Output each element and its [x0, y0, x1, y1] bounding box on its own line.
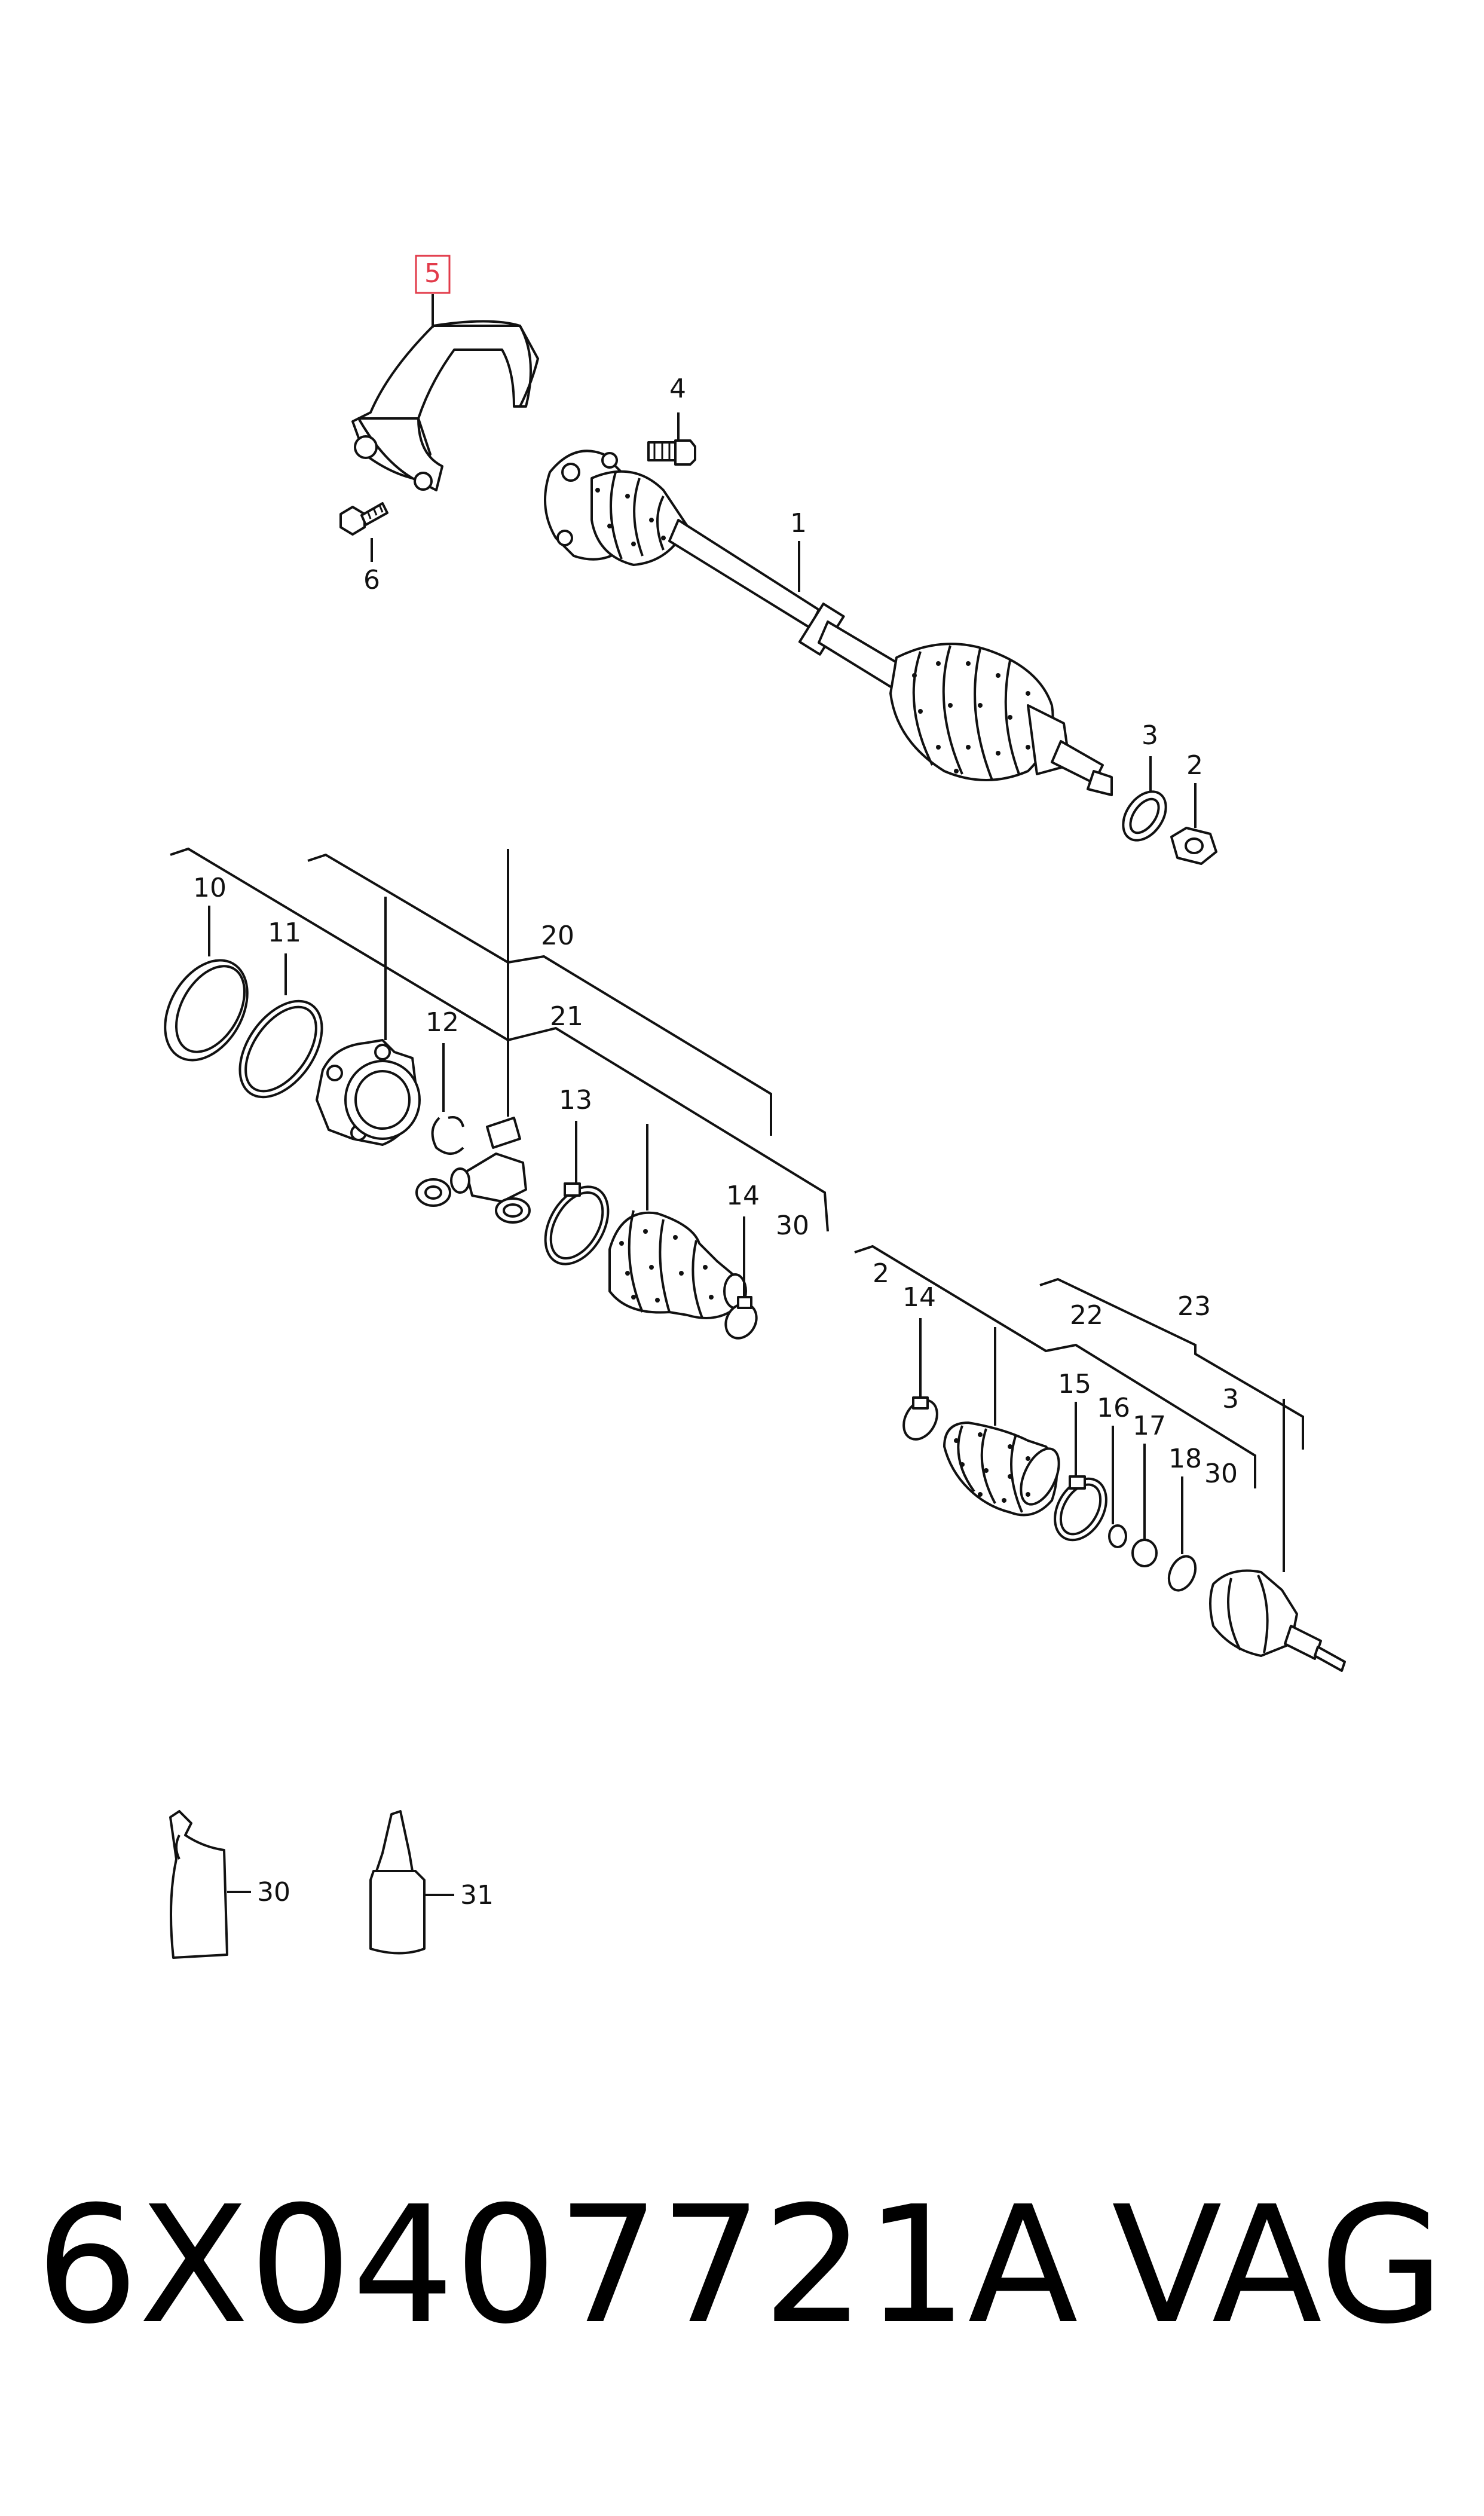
callout-3-lower[interactable]: 3 [1222, 1384, 1239, 1414]
callout-2-top[interactable]: 2 [1186, 750, 1203, 781]
boot-inner-dots [619, 1229, 714, 1303]
boot-outer[interactable] [943, 1421, 1067, 1517]
bolt-part-6[interactable] [339, 502, 388, 536]
outer-cv-joint-part-3[interactable] [1209, 1569, 1346, 1672]
drive-shaft-part-1[interactable] [544, 450, 1113, 796]
callout-21[interactable]: 21 [550, 1001, 583, 1032]
boot-outer-dots [954, 1432, 1030, 1503]
callout-30-outer[interactable]: 30 [1204, 1459, 1238, 1489]
part-number: 6X0407721A [36, 2171, 1078, 2359]
nut-part-2-top[interactable] [1170, 827, 1217, 865]
callout-13[interactable]: 13 [559, 1085, 592, 1115]
callout-15[interactable]: 15 [1058, 1369, 1091, 1399]
callout-20[interactable]: 20 [541, 921, 574, 951]
clamp-part-15[interactable] [1045, 1469, 1117, 1549]
joint-part-10[interactable] [148, 946, 264, 1075]
sealant-bottle-part-31[interactable] [369, 1810, 426, 1955]
tripod-roller[interactable] [495, 1197, 531, 1224]
callout-18[interactable]: 18 [1168, 1444, 1202, 1474]
callout-12[interactable]: 12 [426, 1007, 459, 1038]
callout-30-grease[interactable]: 30 [257, 1877, 290, 1907]
bracket-22 [854, 1245, 1256, 1488]
callout-23[interactable]: 23 [1177, 1291, 1211, 1322]
callout-17[interactable]: 17 [1133, 1411, 1166, 1441]
bolt-part-4[interactable] [647, 439, 696, 466]
circlip-part-18[interactable] [1164, 1552, 1201, 1594]
bracket-23 [1039, 1277, 1304, 1450]
brand-name: VAG [1112, 2171, 1445, 2359]
ring-part-3-top[interactable] [1115, 784, 1175, 848]
clamp-part-14-outer[interactable] [897, 1394, 944, 1445]
callout-2-lower[interactable]: 2 [873, 1258, 889, 1289]
callout-3-top[interactable]: 3 [1142, 720, 1158, 751]
callout-1[interactable]: 1 [790, 508, 807, 539]
callout-16[interactable]: 16 [1097, 1393, 1130, 1423]
callout-11[interactable]: 11 [268, 918, 301, 948]
washer-inner[interactable] [415, 1178, 451, 1207]
ring-part-17[interactable] [1131, 1539, 1158, 1567]
grease-tube-part-30[interactable] [169, 1810, 228, 1959]
callout-31[interactable]: 31 [460, 1880, 494, 1910]
washer-part-16[interactable] [1108, 1524, 1127, 1548]
inner-cv-joint[interactable] [316, 1039, 421, 1146]
circlip-part-12[interactable] [431, 1116, 464, 1155]
callout-14-outer[interactable]: 14 [902, 1282, 936, 1313]
bracket-21 [170, 847, 829, 1232]
callout-5[interactable]: 5 [424, 258, 441, 289]
callout-14-inner[interactable]: 14 [726, 1181, 760, 1211]
seal-ring-part-11[interactable] [223, 986, 338, 1112]
drive-shaft-boot-dots [595, 488, 1030, 774]
callout-30-inner[interactable]: 30 [776, 1210, 809, 1241]
callout-6[interactable]: 6 [363, 565, 380, 595]
footer: 6X0407721A VAG [36, 2176, 1458, 2355]
callout-22[interactable]: 22 [1070, 1300, 1103, 1331]
boot-inner[interactable] [608, 1210, 747, 1319]
tripod-spider[interactable] [450, 1117, 527, 1203]
callout-10[interactable]: 10 [193, 873, 227, 903]
bracket-20 [307, 853, 772, 1136]
clamp-part-13[interactable] [533, 1176, 621, 1275]
callout-4[interactable]: 4 [669, 374, 686, 404]
callout-box-5 [415, 255, 451, 294]
heat-shield-part-5[interactable] [351, 320, 540, 491]
clamp-part-14-inner[interactable] [720, 1296, 763, 1344]
